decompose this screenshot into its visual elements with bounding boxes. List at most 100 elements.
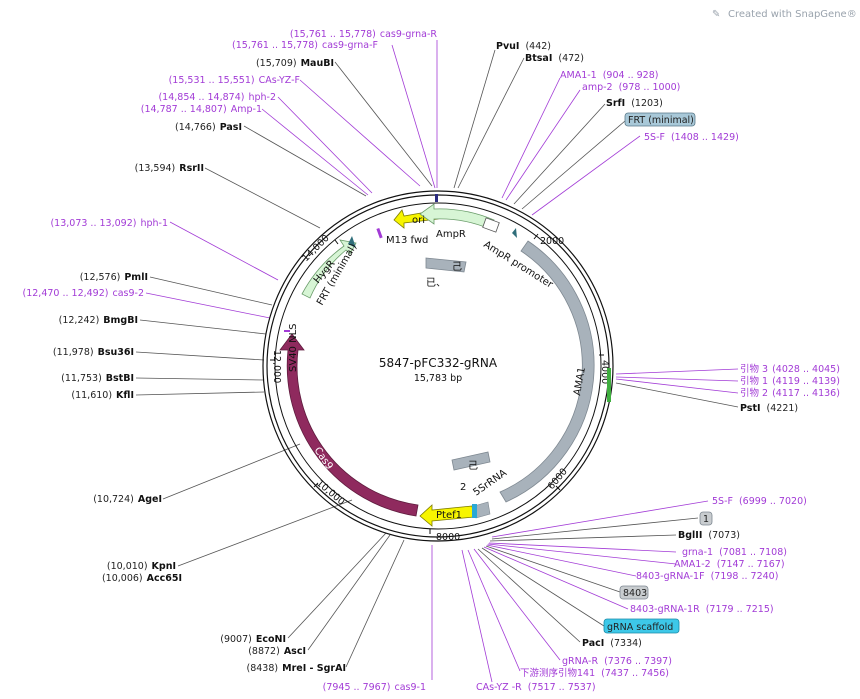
left-label-acc65i: (10,006)Acc65I xyxy=(102,573,182,584)
tick-label-4000: 4000 xyxy=(599,360,610,384)
label-sv40-nls: SV40 NLS xyxy=(288,324,299,373)
hygr-arc xyxy=(301,239,357,299)
inner-grey-arc-bottom xyxy=(451,451,491,471)
green-feature-4000 xyxy=(607,368,611,402)
leader-amp-2 xyxy=(505,89,581,201)
left-label-cas9-2: (12,470 .. 12,492)cas9-2 xyxy=(23,288,145,299)
leader-cas9-grna-f xyxy=(391,44,436,189)
right-label-srfi: SrfI(1203) xyxy=(606,98,663,109)
right-box-frt-minimal: FRT (minimal) xyxy=(624,112,696,127)
ampr-arc xyxy=(419,203,495,230)
leader-yinwu-2 xyxy=(615,378,739,394)
left-labels: (15,761 .. 15,778)cas9-grna-R (15,761 ..… xyxy=(23,29,438,693)
frt-marker-left xyxy=(348,236,356,248)
svg-text:gRNA scaffold: gRNA scaffold xyxy=(607,622,673,633)
leader-xiayou-141 xyxy=(467,549,521,672)
right-label-yinwu-3: 引物 3(4028 .. 4045) xyxy=(740,363,840,375)
ampr-promoter-box xyxy=(482,217,500,233)
inner-char-1: 己 xyxy=(452,262,462,273)
leader-box-8403 xyxy=(485,545,621,593)
leader-hph-1 xyxy=(169,221,279,281)
leader-8403-grna-1f xyxy=(486,544,637,577)
leader-ama1-1 xyxy=(501,77,561,199)
tick-14000 xyxy=(334,239,339,245)
leader-agei xyxy=(162,443,301,500)
leader-box-1 xyxy=(491,517,699,540)
leader-5s-f-bottom xyxy=(491,500,709,538)
label-ptef1: Ptef1 xyxy=(436,510,462,521)
grna-scaffold-mark xyxy=(472,504,477,518)
left-label-pasi: (14,766)PasI xyxy=(175,122,242,133)
leader-amp-1 xyxy=(261,108,369,196)
leader-cas-yz-r xyxy=(461,549,493,683)
tick-marks xyxy=(270,233,604,534)
leader-yinwu-1 xyxy=(615,376,739,382)
snapgene-watermark: ✎ Created with SnapGene® xyxy=(712,9,857,20)
right-label-btsai: BtsaI(472) xyxy=(525,53,584,64)
right-label-bglii: BglII(7073) xyxy=(678,530,740,541)
leader-pasi xyxy=(243,125,367,197)
svg-text:FRT (minimal): FRT (minimal) xyxy=(628,115,694,126)
right-labels: PvuI(442) BtsaI(472) AMA1-1(904 .. 928) … xyxy=(476,41,840,693)
svg-text:8403: 8403 xyxy=(623,588,647,599)
tick-label-2000: 2000 xyxy=(540,236,564,247)
left-label-kfli: (11,610)KflI xyxy=(71,390,134,401)
left-label-agei: (10,724)AgeI xyxy=(93,494,162,505)
left-label-cas9-grna-r: (15,761 .. 15,778)cas9-grna-R xyxy=(290,29,437,40)
leader-lines xyxy=(135,40,739,683)
leader-kfli xyxy=(135,391,265,396)
inner-char-2: 已、 xyxy=(426,278,446,289)
inner-char-two: 2 xyxy=(460,482,466,493)
left-label-asci: (8872)AscI xyxy=(248,646,306,657)
leader-maubi xyxy=(334,61,433,187)
right-label-yinwu-2: 引物 2(4117 .. 4136) xyxy=(740,387,840,399)
plasmid-name: 5847-pFC332-gRNA xyxy=(379,356,498,370)
plasmid-size: 15,783 bp xyxy=(414,373,462,384)
leader-asci xyxy=(307,534,391,651)
right-label-8403-grna-1f: 8403-gRNA-1F(7198 .. 7240) xyxy=(636,571,778,582)
leader-bstbi xyxy=(135,377,265,381)
leader-paci xyxy=(477,548,581,643)
plasmid-backbone xyxy=(262,190,614,542)
tick-6000 xyxy=(555,485,561,491)
right-label-grna-r: gRNA-R(7376 .. 7397) xyxy=(562,656,672,667)
ama1-arc xyxy=(499,240,595,503)
right-label-paci: PacI(7334) xyxy=(582,638,642,649)
label-ampr: AmpR xyxy=(436,229,466,240)
left-label-kpni: (10,010)KpnI xyxy=(107,561,176,572)
right-label-cas-yz-r: CAs-YZ -R(7517 .. 7537) xyxy=(476,682,596,693)
left-label-econi: (9007)EcoNI xyxy=(220,634,286,645)
right-label-psti: PstI(4221) xyxy=(740,403,798,414)
left-label-cas9-grna-f: (15,761 .. 15,778)cas9-grna-F xyxy=(232,40,378,51)
left-label-maubi: (15,709)MauBI xyxy=(256,58,334,69)
left-label-bsu36i: (11,978)Bsu36I xyxy=(53,347,134,358)
leader-cas9-2 xyxy=(145,292,271,319)
leader-5s-f-top xyxy=(531,135,641,216)
leader-bmgbi xyxy=(139,319,267,335)
leader-mrei xyxy=(345,539,405,668)
right-label-pvui: PvuI(442) xyxy=(496,41,551,52)
leader-8403-grna-1r xyxy=(483,546,629,610)
right-label-8403-grna-1r: 8403-gRNA-1R(7179 .. 7215) xyxy=(630,604,774,615)
left-label-mrei-sgrai: (8438)MreI - SgrAI xyxy=(247,663,346,674)
leader-btsai xyxy=(457,57,525,189)
leader-rsrii xyxy=(204,167,321,229)
feature-arcs xyxy=(279,203,595,527)
inner-char-3: 己 xyxy=(468,461,478,472)
right-label-xiayou-141: 下游测序引物141(7437 .. 7456) xyxy=(520,667,669,679)
leader-grna-scaffold xyxy=(481,547,605,627)
left-label-hph-1: (13,073 .. 13,092)hph-1 xyxy=(50,218,168,229)
tick-10000 xyxy=(313,482,319,488)
leader-bsu36i xyxy=(135,351,265,361)
right-box-grna-scaffold: gRNA scaffold xyxy=(603,618,680,634)
leader-hph-2 xyxy=(277,96,373,194)
leader-pmli xyxy=(149,276,273,306)
marker-m13 xyxy=(376,227,383,239)
frt-marker-right xyxy=(512,228,517,238)
tick-label-8000: 8000 xyxy=(436,532,460,543)
label-m13-fwd: M13 fwd xyxy=(386,235,428,246)
right-label-grna-1: grna-1(7081 .. 7108) xyxy=(682,547,787,558)
leader-grna-r xyxy=(473,548,561,661)
snapgene-logo-icon: ✎ xyxy=(712,9,720,20)
